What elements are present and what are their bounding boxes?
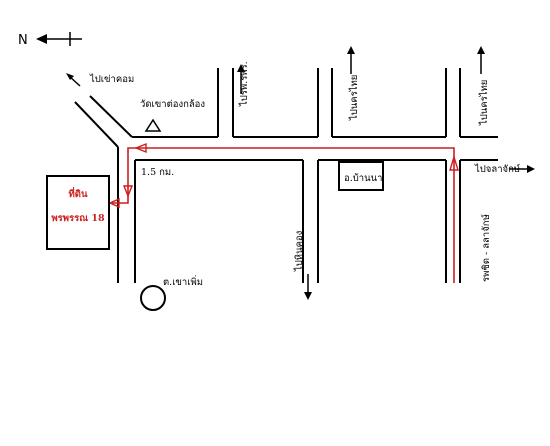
pond-circle-icon [140, 285, 166, 311]
temple-triangle-icon [144, 118, 162, 132]
label-to-nong-krathing: ไปหินคอง [293, 231, 305, 272]
diagonal-road-right [89, 95, 133, 138]
arrow-down-icon [304, 274, 312, 300]
label-to-khao-kho: ไปเข่าคอม [89, 73, 134, 85]
label-to-hospital: ไปรพ.รพร. [238, 61, 250, 107]
label-road-name: รพชิต - ลลาจักษ์ [480, 214, 492, 282]
diagonal-road-left [74, 101, 119, 148]
land-site-box [46, 175, 110, 250]
label-distance: 1.5 กม. [141, 167, 174, 178]
route-arrow-up-icon [449, 154, 459, 171]
compass-letter: N [18, 33, 28, 48]
label-amphoe-office: อ.บ้านนา [344, 173, 382, 184]
land-site-name: พรพรรณ 18 [51, 213, 105, 224]
route-arrow-site-icon [108, 197, 120, 209]
roads [74, 68, 498, 283]
arrow-up-icon [347, 46, 355, 74]
route-line [112, 147, 455, 283]
arrow-right-icon [509, 165, 535, 173]
compass: N [18, 32, 82, 48]
label-to-nakhon-thai-1: ไปนครไทย [348, 75, 360, 121]
arrow-up-icon [237, 64, 245, 94]
land-site-title: ที่ดิน [69, 186, 88, 200]
arrow-up-icon [477, 46, 485, 74]
route-arrow-west-icon [134, 142, 147, 154]
route-arrow-down-icon [122, 185, 134, 198]
label-to-nakhon-thai-2: ไปนครไทย [478, 80, 490, 126]
label-wat-khao-tong: วัดเขาต่องกล้อง [140, 99, 205, 110]
label-to-chat-trakan: ไปจลาจักษ์ [474, 163, 520, 175]
north-arrow-icon [36, 32, 82, 46]
label-pond: ต.เขาเพิ่ม [163, 275, 203, 288]
amphoe-office-box [338, 161, 384, 191]
land-site: ที่ดิน พรพรรณ 18 [46, 175, 110, 250]
arrow-to-khao-kho-icon [66, 73, 81, 87]
route-path [108, 142, 459, 283]
